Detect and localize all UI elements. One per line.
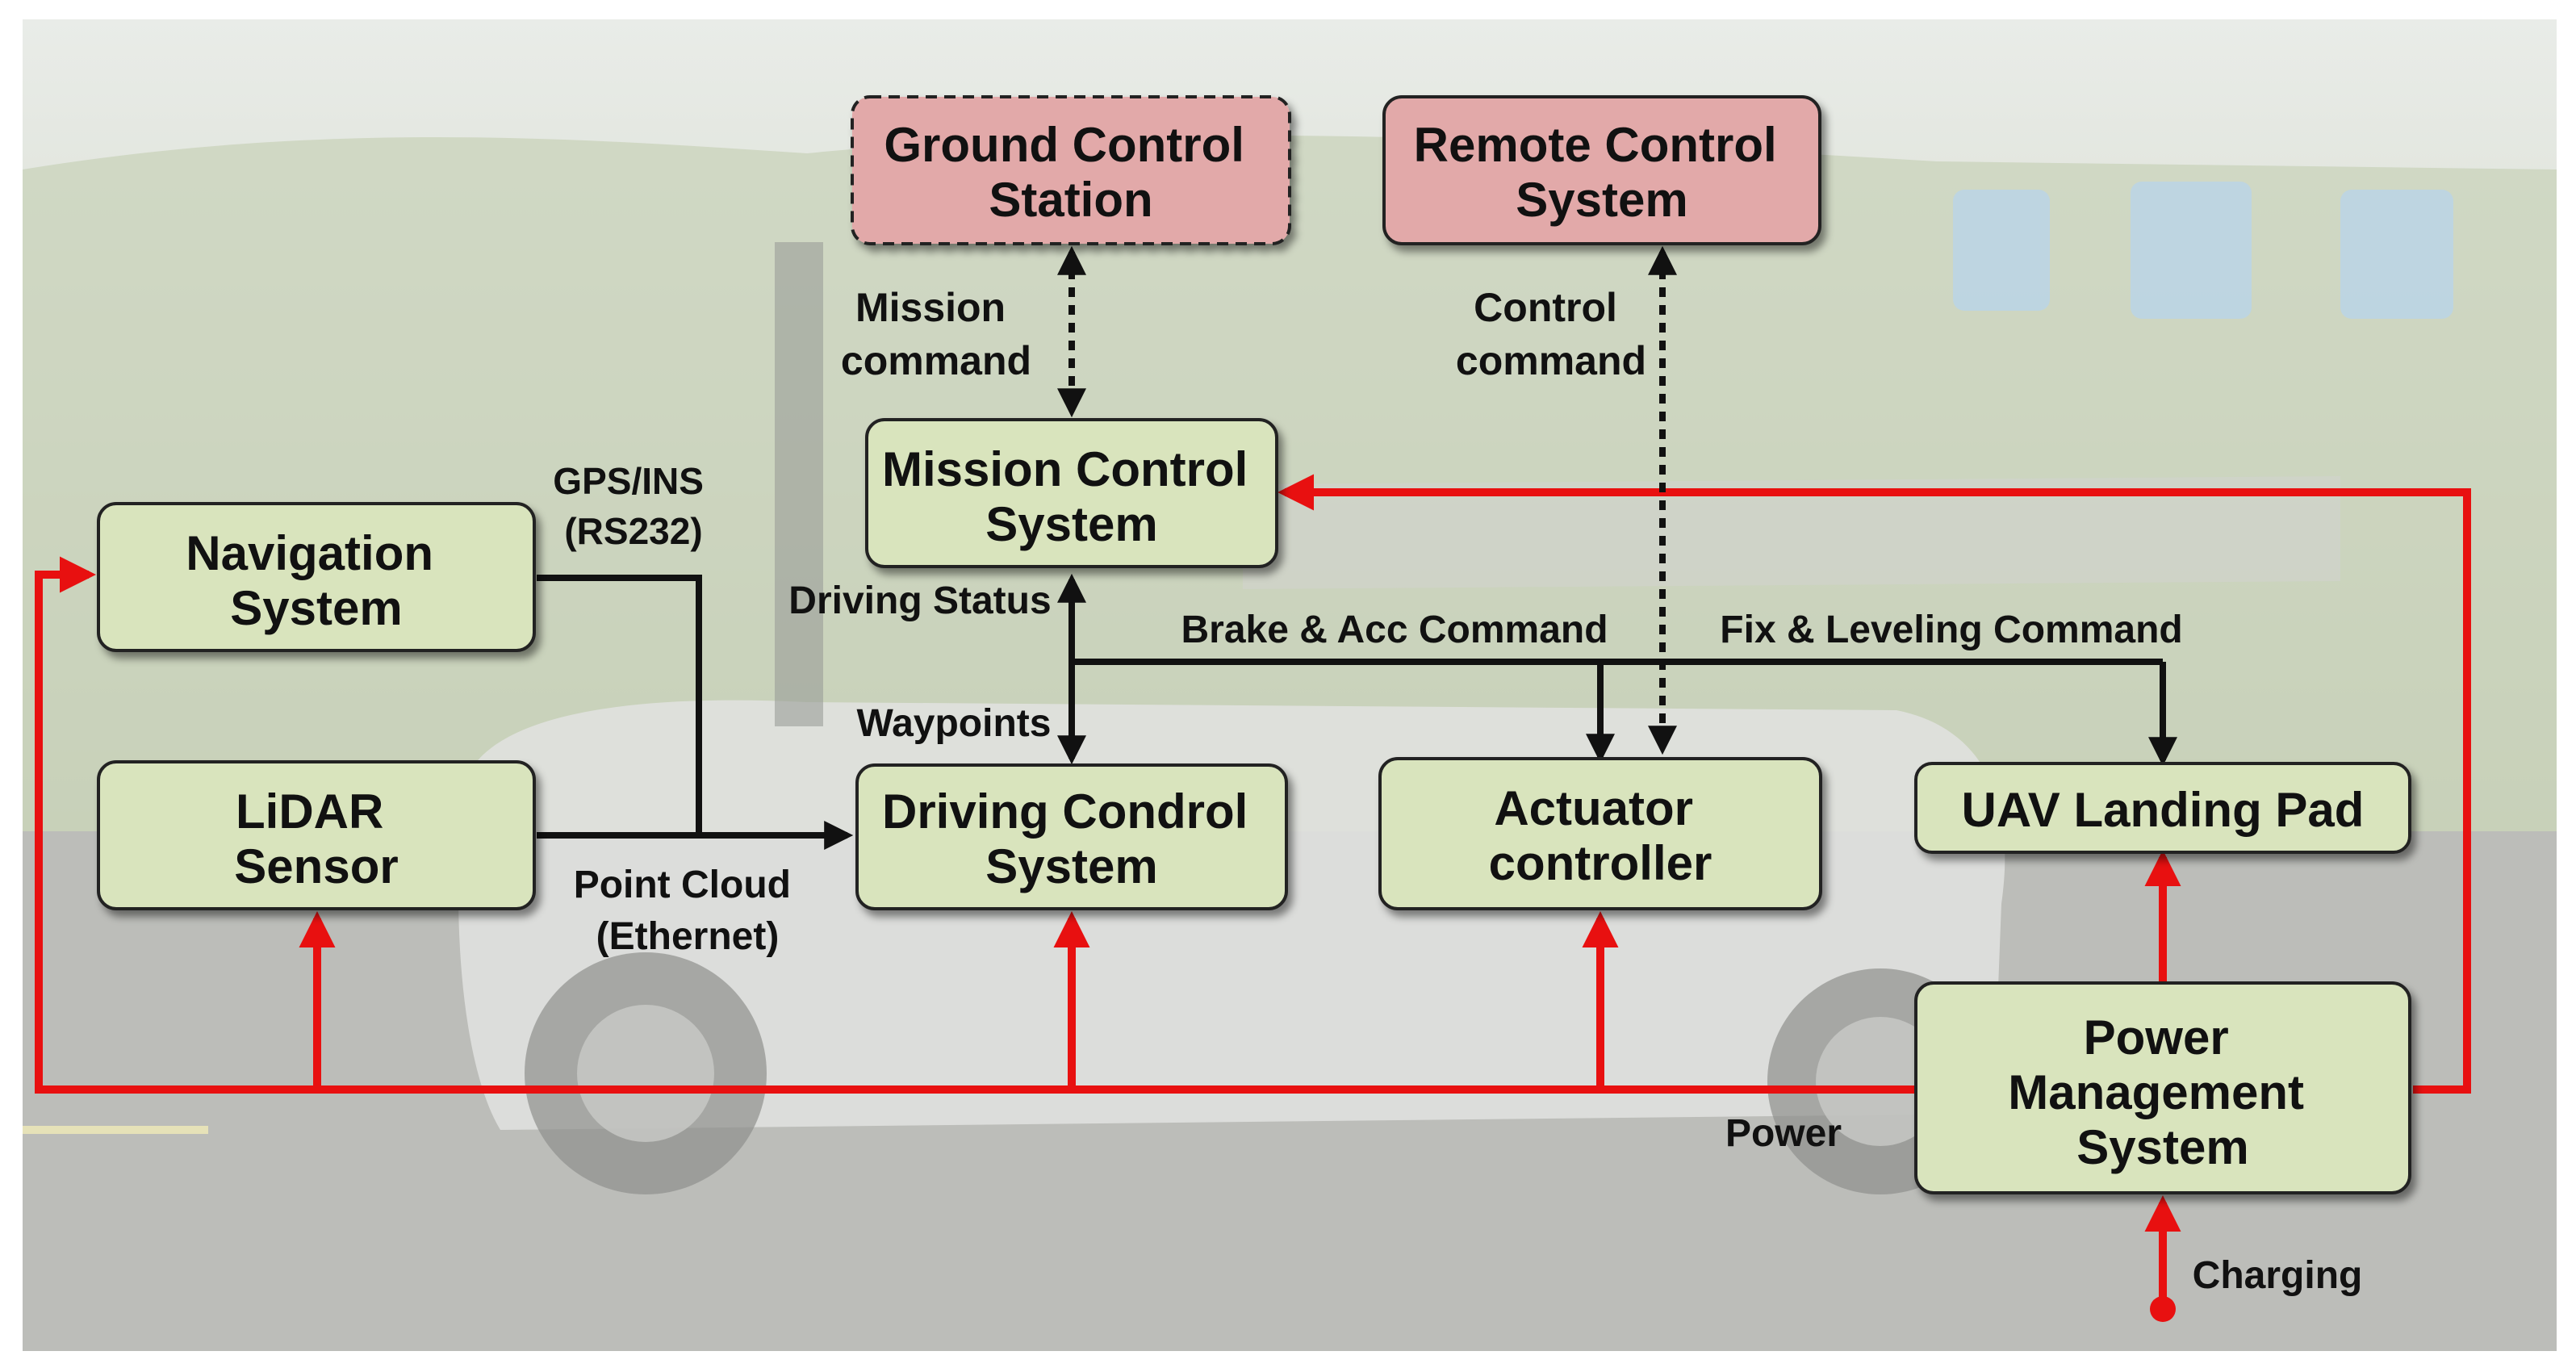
svg-text:LiDAR Sensor: LiDAR Sensor (234, 784, 398, 893)
svg-text:Navigation System: Navigation System (186, 526, 446, 635)
svg-text:Mission command: Mission command (841, 285, 1031, 383)
power-bus-line (35, 556, 1916, 1094)
data-lines (537, 245, 2177, 850)
power-label: Power (1725, 1112, 1842, 1155)
svg-text:Point Cloud (Ethernet): Point Cloud (Ethernet) (574, 864, 802, 958)
driving-control-system-line-2: System (985, 839, 1157, 893)
power-management-system-line-3: System (2076, 1120, 2248, 1174)
charging-point (2150, 1296, 2176, 1322)
navigation-system-line-2: System (230, 581, 402, 635)
power-management-system-line-1: Power (2084, 1010, 2229, 1065)
svg-text:Control command: Control command (1456, 285, 1646, 383)
gps-ins-label-2: (RS232) (564, 510, 702, 552)
gps-ins-label-1: GPS/INS (553, 460, 704, 502)
svg-text:Remote Control System: Remote Control System (1414, 118, 1791, 227)
svg-text:GPS/INS (RS232): GPS/INS (RS232) (553, 460, 713, 552)
nodes: Ground Control Station Remote Control Sy… (97, 95, 2411, 1194)
waypoints-label: Waypoints (857, 702, 1052, 745)
fix-leveling-command-label: Fix & Leveling Command (1720, 609, 2182, 651)
remote-control-system-node: Remote Control System (1382, 95, 1821, 245)
actuator-controller-line-1: Actuator (1494, 781, 1693, 835)
power-to-mission (1278, 474, 2471, 1094)
driving-status-label: Driving Status (788, 579, 1051, 622)
svg-text:Mission Control System: Mission Control System (882, 442, 1261, 551)
ground-control-station-node: Ground Control Station (851, 95, 1291, 245)
lidar-sensor-line-2: Sensor (234, 839, 398, 893)
driving-control-system-node: Driving Condrol System (855, 763, 1288, 910)
ground-control-station-line-2: Station (989, 173, 1152, 227)
charging-label: Charging (2193, 1254, 2363, 1297)
driving-control-system-line-1: Driving Condrol (882, 784, 1248, 839)
brake-acc-command-label: Brake & Acc Command (1181, 609, 1608, 651)
mission-control-system-line-1: Mission Control (882, 442, 1248, 496)
svg-text:Ground Control Station: Ground Control Station (884, 118, 1257, 227)
ground-control-station-line-1: Ground Control (884, 118, 1244, 172)
lidar-sensor-node: LiDAR Sensor (97, 760, 536, 910)
control-command-label-1: Control (1474, 285, 1617, 330)
gps-ins-line (537, 575, 702, 835)
svg-text:Power Management: Power Management System (2008, 1010, 2317, 1174)
edge-labels: Mission command Control command GPS/INS … (553, 285, 2362, 1297)
point-cloud-label-1: Point Cloud (574, 864, 791, 906)
remote-control-system-line-2: System (1516, 173, 1687, 227)
navigation-system-line-1: Navigation (186, 526, 433, 580)
point-cloud-label-2: (Ethernet) (596, 915, 780, 958)
svg-text:Driving Condrol System: Driving Condrol System (882, 784, 1261, 893)
mission-control-system-line-2: System (985, 497, 1157, 551)
uav-landing-pad-node: UAV Landing Pad (1914, 762, 2411, 854)
svg-text:Actuator controller: Actuator controller (1489, 781, 1712, 890)
control-command-label-2: command (1456, 338, 1646, 383)
actuator-controller-node: Actuator controller (1378, 757, 1822, 910)
mission-command-label-2: command (841, 338, 1031, 383)
navigation-system-node: Navigation System (97, 502, 536, 652)
mission-control-system-node: Mission Control System (865, 418, 1278, 568)
remote-control-system-line-1: Remote Control (1414, 118, 1777, 172)
power-lines (35, 474, 2471, 1322)
power-management-system-node: Power Management System (1914, 981, 2411, 1194)
mission-command-label-1: Mission (855, 285, 1006, 330)
lidar-sensor-line-1: LiDAR (236, 784, 383, 839)
uav-landing-pad-line-1: UAV Landing Pad (1962, 783, 2365, 837)
power-management-system-line-2: Management (2008, 1065, 2304, 1119)
actuator-controller-line-2: controller (1489, 836, 1712, 890)
